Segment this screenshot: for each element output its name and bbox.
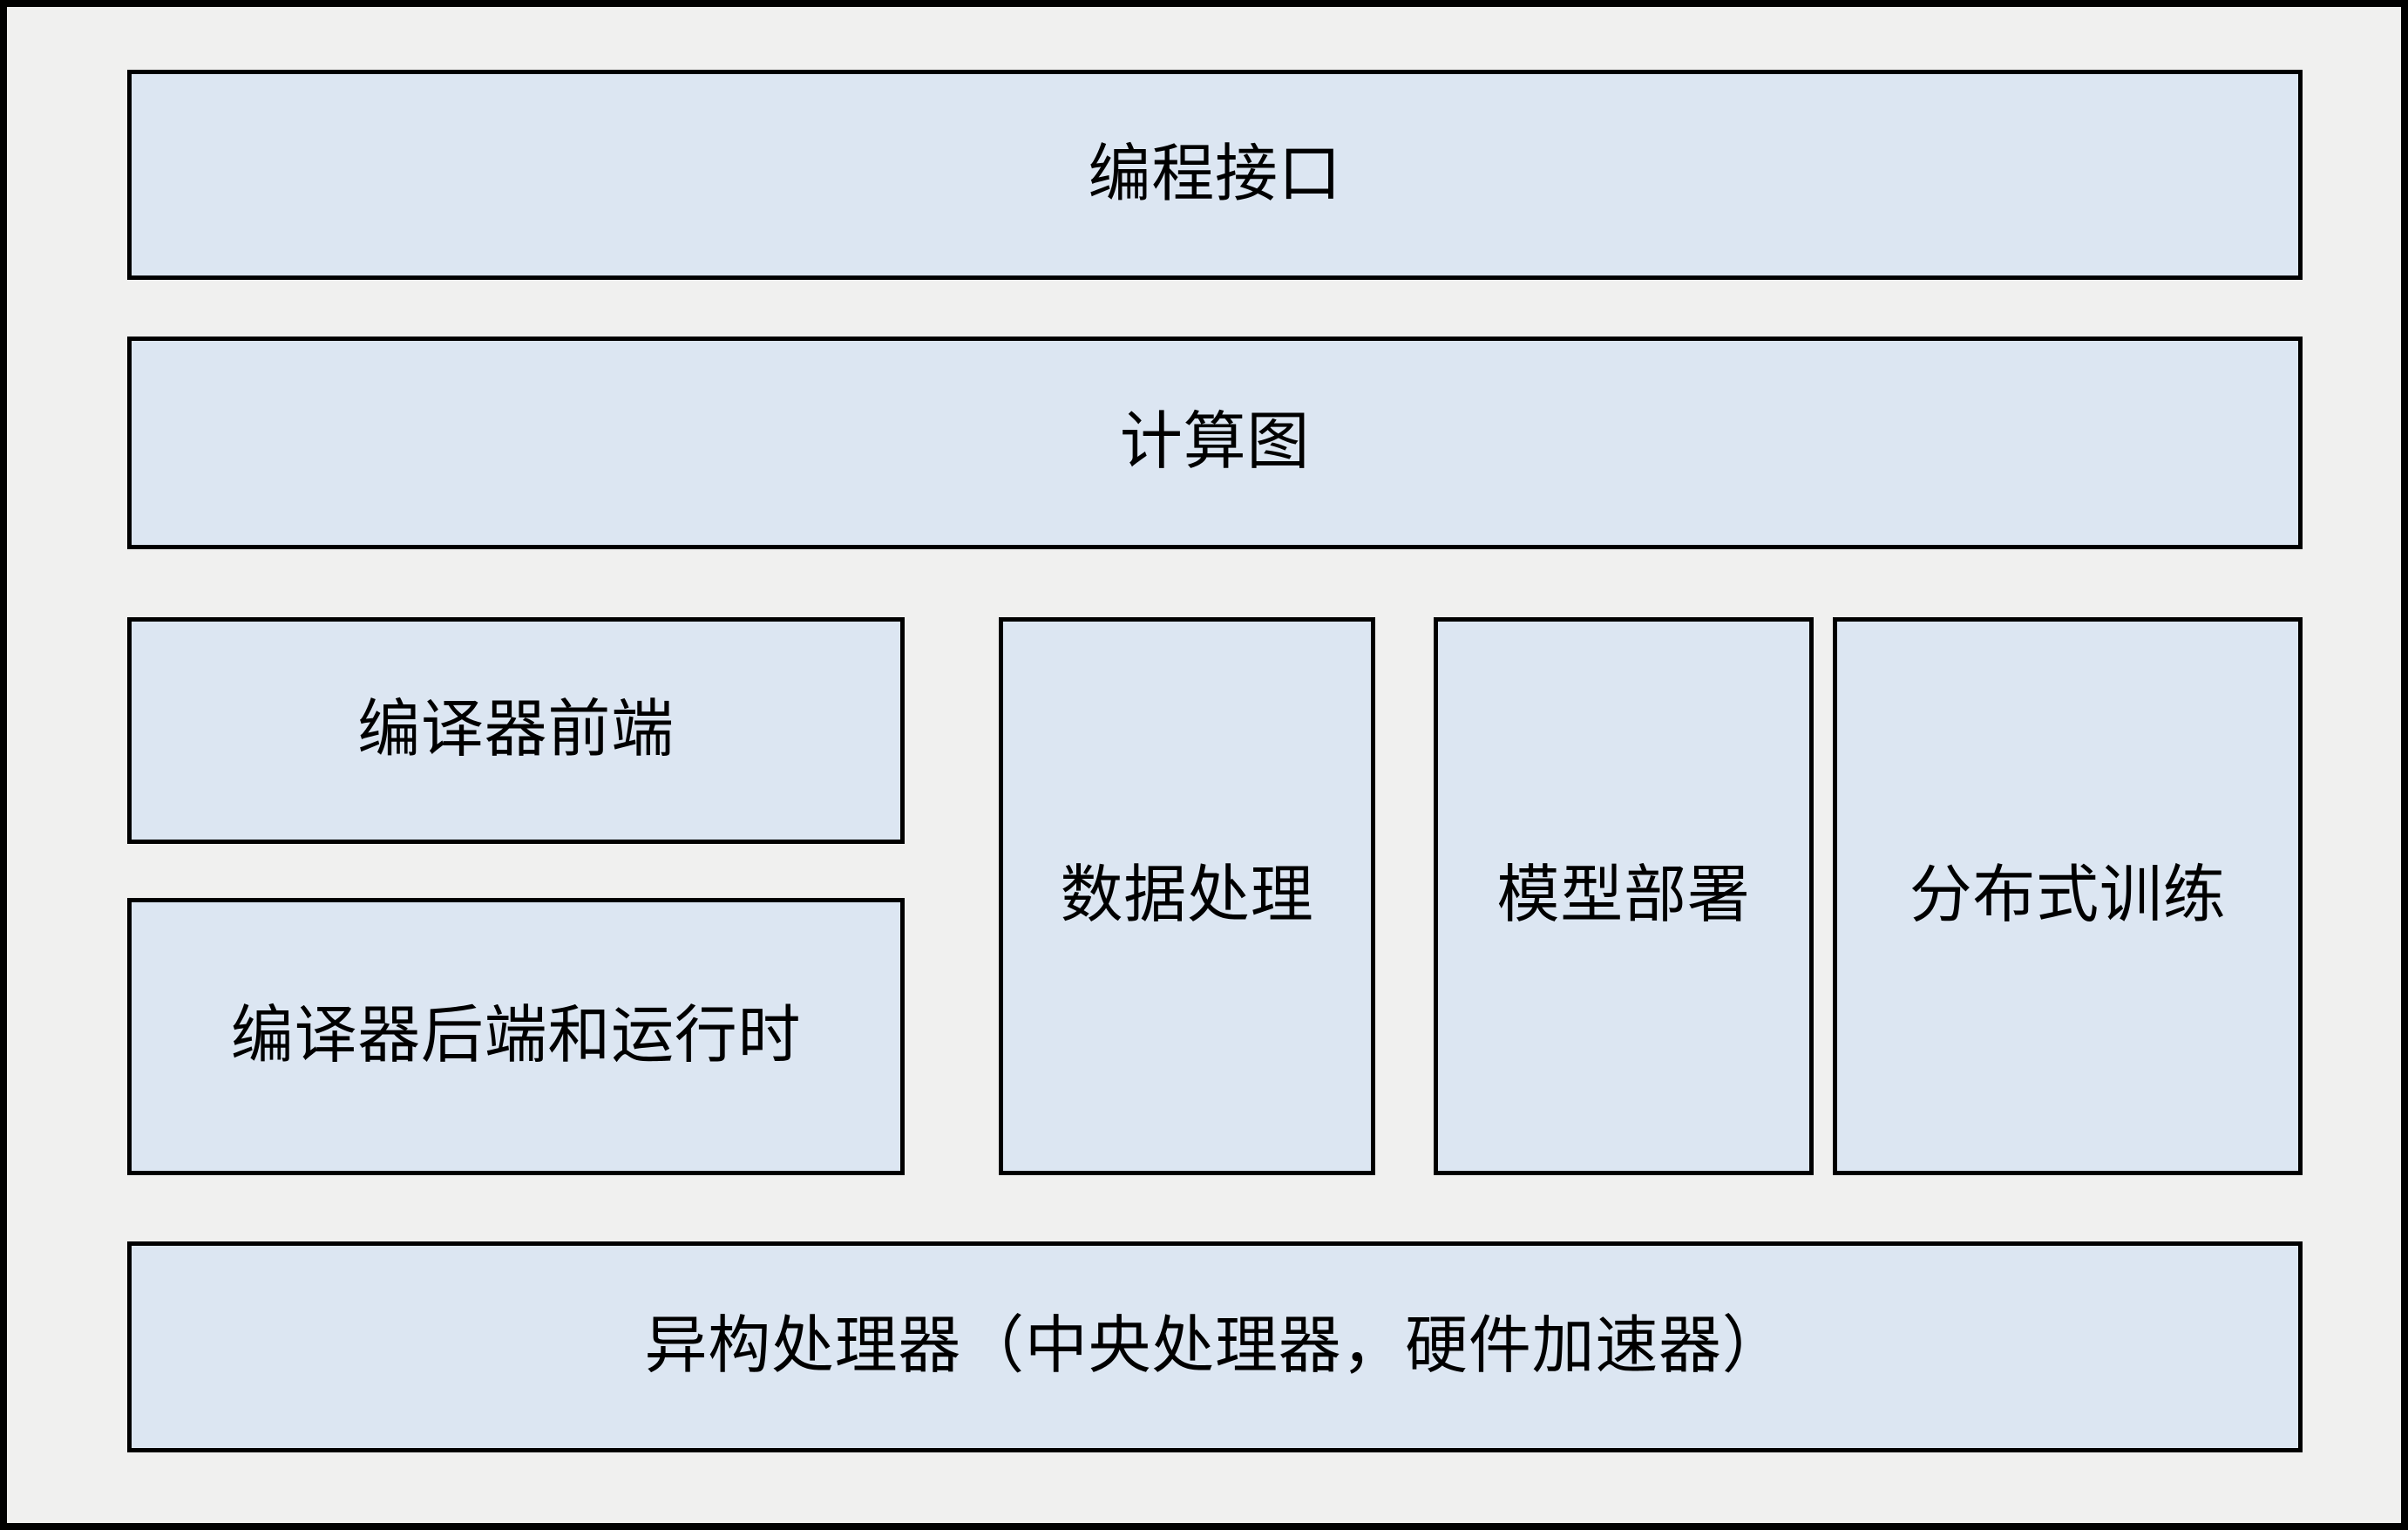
layer-box-programming-interface[interactable]: 编程接口 [127,70,2303,280]
layer-box-heterogeneous-processors[interactable]: 异构处理器（中央处理器，硬件加速器） [127,1241,2303,1452]
diagram-frame: 编程接口 计算图 编译器前端 编译器后端和运行时 数据处理 模型部署 分布式训练… [7,7,2401,1523]
layer-label-distributed-training: 分布式训练 [1909,860,2227,931]
layer-box-data-processing[interactable]: 数据处理 [999,617,1375,1175]
layer-label-programming-interface: 编程接口 [1088,139,1342,209]
layer-box-model-deployment[interactable]: 模型部署 [1434,617,1814,1175]
layer-label-computation-graph: 计算图 [1119,407,1311,478]
layer-label-heterogeneous-processors: 异构处理器（中央处理器，硬件加速器） [644,1311,1786,1382]
layer-label-model-deployment: 模型部署 [1496,860,1751,931]
layer-box-distributed-training[interactable]: 分布式训练 [1833,617,2303,1175]
layer-label-data-processing: 数据处理 [1060,860,1314,931]
layer-box-computation-graph[interactable]: 计算图 [127,337,2303,549]
layer-box-compiler-backend-runtime[interactable]: 编译器后端和运行时 [127,898,905,1175]
layer-box-compiler-frontend[interactable]: 编译器前端 [127,617,905,844]
layer-label-compiler-backend-runtime: 编译器后端和运行时 [230,1001,802,1071]
layer-label-compiler-frontend: 编译器前端 [357,695,675,765]
